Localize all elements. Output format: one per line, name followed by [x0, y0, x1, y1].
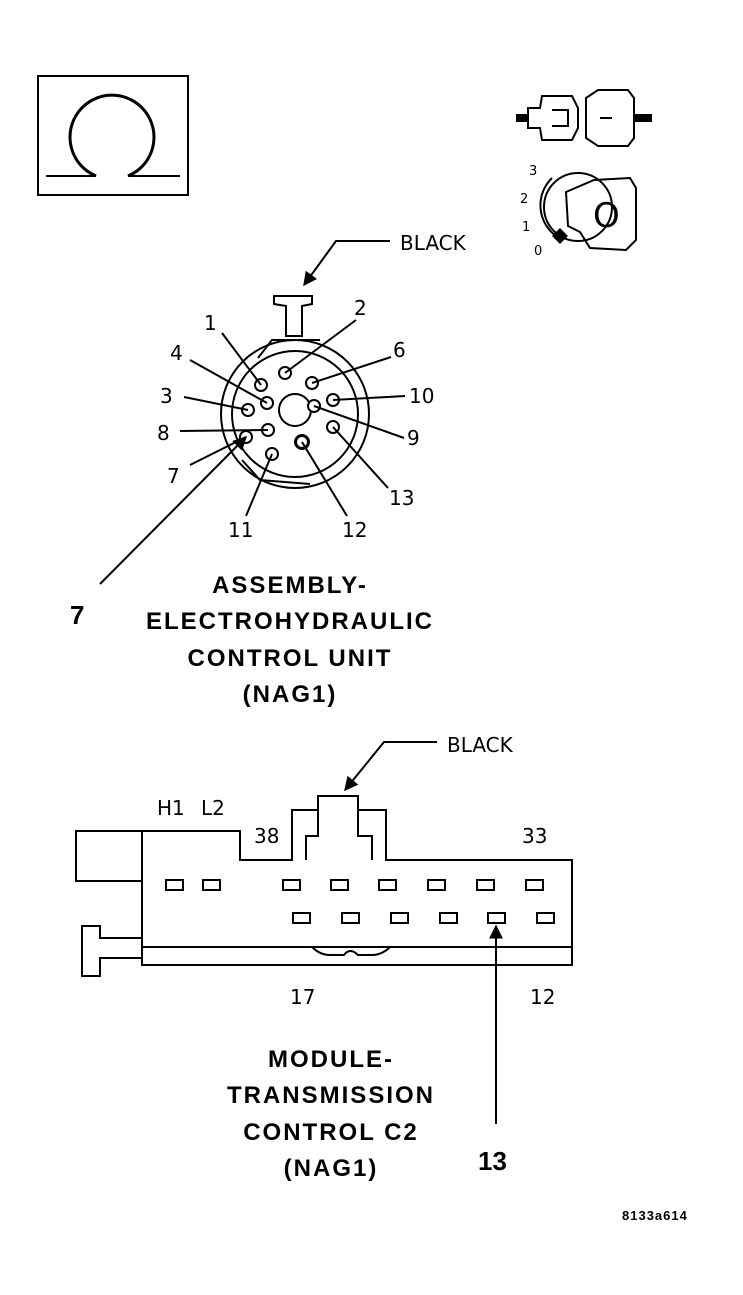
- label-l2: L2: [201, 796, 225, 820]
- pin-label-7: 7: [167, 464, 180, 488]
- upper-caption-line-3: CONTROL UNIT: [188, 645, 393, 672]
- cavity: [282, 879, 301, 891]
- pin-label-12: 12: [342, 518, 367, 542]
- cavity: [165, 879, 184, 891]
- ign-pos-2: 2: [520, 192, 528, 207]
- cavity: [341, 912, 360, 924]
- disconnected-connector-icon: [516, 89, 652, 147]
- ohm-meter-icon: [37, 75, 189, 196]
- label-17: 17: [290, 985, 315, 1009]
- pin-label-11: 11: [228, 518, 253, 542]
- pin-label-1: 1: [204, 311, 217, 335]
- cavity: [390, 912, 409, 924]
- cavity: [292, 912, 311, 924]
- cavity: [378, 879, 397, 891]
- cavity: [439, 912, 458, 924]
- pin-label-2: 2: [354, 296, 367, 320]
- ehcu-connector: [179, 295, 406, 517]
- ign-pos-3: 3: [529, 164, 537, 179]
- lower-color-label: BLACK: [447, 733, 514, 757]
- upper-callout: 7: [70, 600, 84, 630]
- lower-caption-line-4: (NAG1): [284, 1155, 379, 1182]
- figure-reference: 8133a614: [622, 1208, 688, 1223]
- label-33: 33: [522, 824, 547, 848]
- cavity: [476, 879, 495, 891]
- pin-label-13: 13: [389, 486, 414, 510]
- ign-pos-0: 0: [534, 244, 542, 259]
- lower-caption-line-2: TRANSMISSION: [227, 1082, 435, 1109]
- pin-label-9: 9: [407, 426, 420, 450]
- cavity: [202, 879, 221, 891]
- cavity: [330, 879, 349, 891]
- label-h1: H1: [157, 796, 185, 820]
- cavity: [525, 879, 544, 891]
- lower-callout: 13: [478, 1146, 507, 1176]
- label-12: 12: [530, 985, 555, 1009]
- pin-label-8: 8: [157, 421, 170, 445]
- ign-pos-1: 1: [522, 220, 530, 235]
- pin-label-6: 6: [393, 338, 406, 362]
- pin-label-3: 3: [160, 384, 173, 408]
- pin-label-4: 4: [170, 341, 183, 365]
- upper-caption-line-2: ELECTROHYDRAULIC: [146, 608, 434, 635]
- key-label: O: [593, 196, 620, 236]
- tcm-c2-connector: [75, 795, 573, 977]
- label-38: 38: [254, 824, 279, 848]
- lower-caption-line-1: MODULE-: [268, 1046, 394, 1073]
- pin-label-10: 10: [409, 384, 434, 408]
- lower-caption-line-3: CONTROL C2: [243, 1119, 419, 1146]
- cavity: [536, 912, 555, 924]
- upper-caption-line-1: ASSEMBLY-: [212, 572, 368, 599]
- upper-caption-line-4: (NAG1): [243, 681, 338, 708]
- cavity: [427, 879, 446, 891]
- ignition-off-icon: 3 2 1 0 O: [520, 164, 637, 259]
- upper-color-label: BLACK: [400, 231, 467, 255]
- cavity: [487, 912, 506, 924]
